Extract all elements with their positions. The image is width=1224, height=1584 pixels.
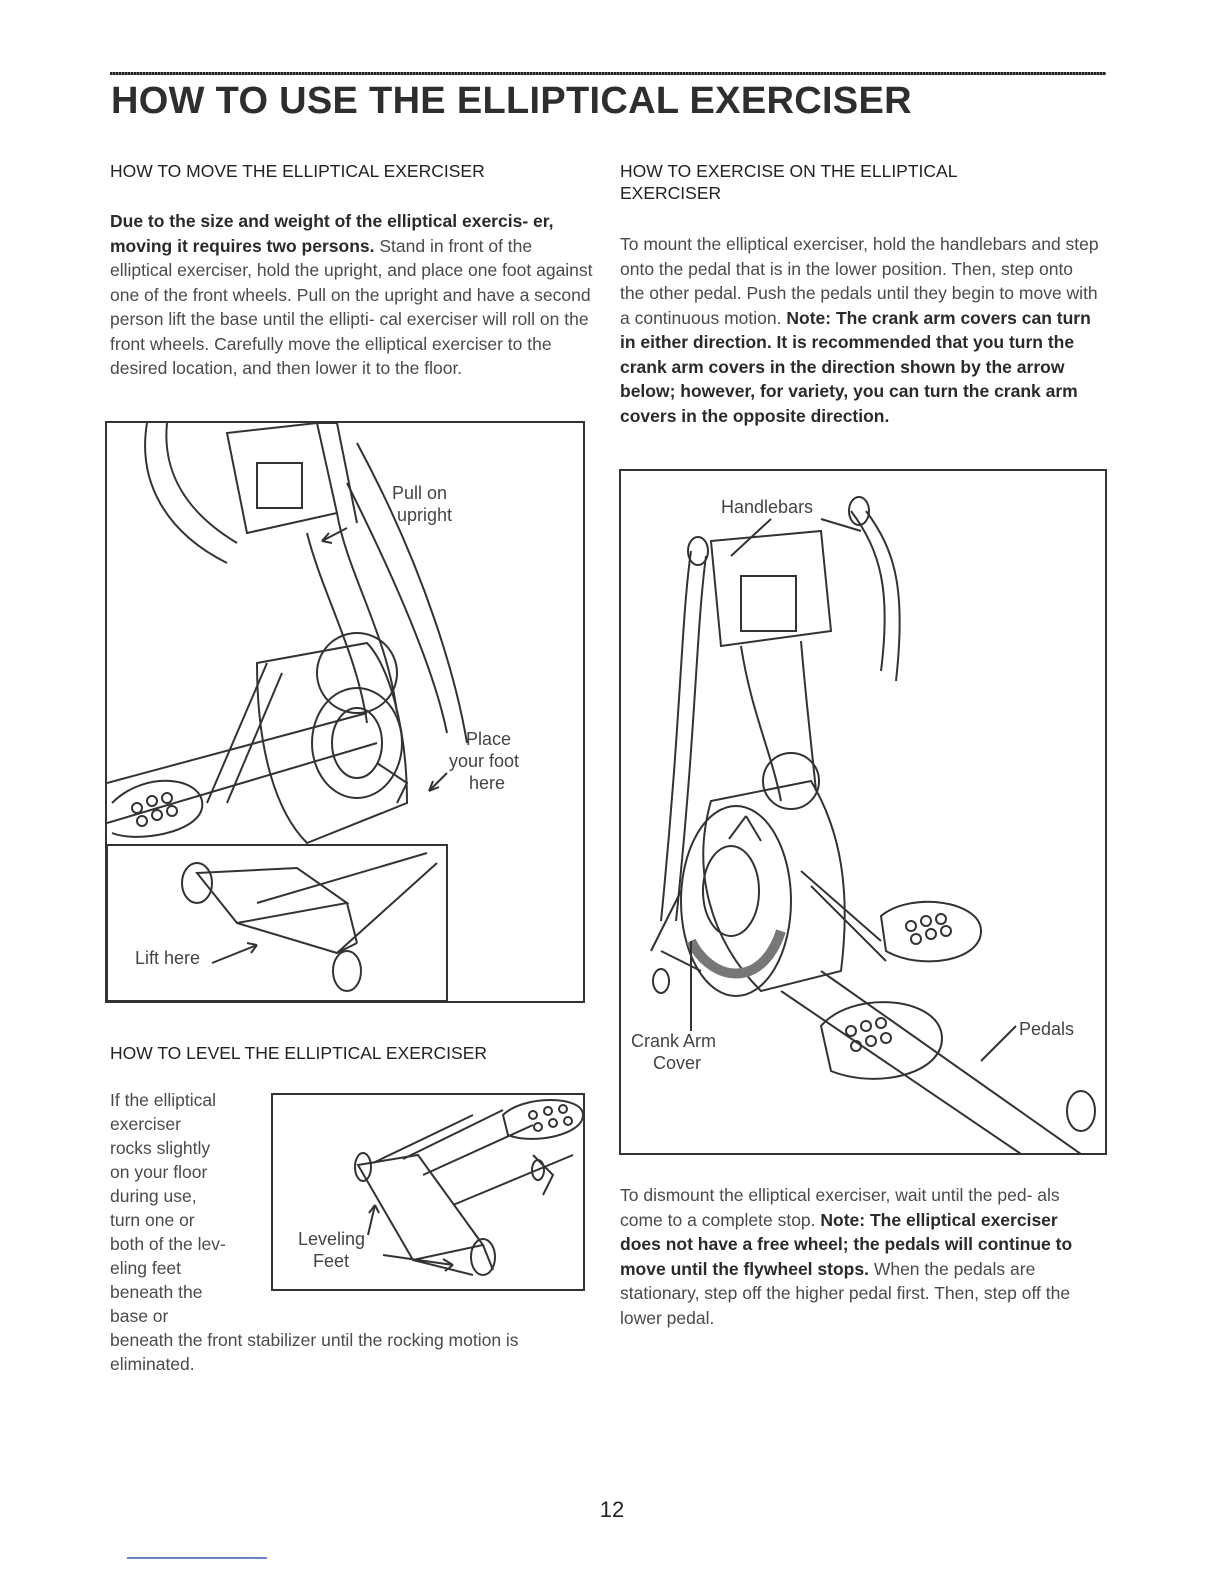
level-line: on your floor [110,1162,208,1182]
level-heading: HOW TO LEVEL THE ELLIPTICAL EXERCISER [110,1043,488,1063]
level-figure: Leveling Feet [271,1093,585,1291]
move-instructions: Stand in front of the elliptical exercis… [110,235,593,379]
move-warning: Due to the size and weight of the ellipt… [110,211,554,256]
level-line: eling feet [110,1258,182,1278]
exercise-illustration [650,496,1096,1153]
label-handlebars: Handlebars [721,497,814,517]
level-line: rocks slightly [110,1138,211,1158]
title-rule [110,72,1106,75]
label-lift-here: Lift here [135,948,201,968]
label-place: Place [466,729,512,749]
exercise-figure: Handlebars Crank Arm Cover Pedals [619,469,1107,1155]
exercise-instructions: To mount the elliptical exerciser, hold … [620,234,1099,328]
level-line: during use, [110,1186,197,1206]
label-your-foot: your foot [449,751,520,771]
label-here: here [469,773,506,793]
footer-line [127,1557,267,1559]
exercise-note: Note: The crank arm covers can turn in e… [620,307,1091,426]
label-upright: upright [397,505,453,525]
page-title: HOW TO USE THE ELLIPTICAL EXERCISER [111,80,912,122]
level-line: both of the lev- [110,1234,226,1254]
level-illustration [354,1099,583,1276]
level-line: exerciser [110,1114,181,1134]
label-crank-arm: Crank Arm [631,1031,717,1051]
label-pull-on: Pull on [392,483,448,503]
level-line: If the elliptical [110,1090,217,1110]
move-illustration [107,423,468,1001]
dismount-text-2: When the pedals are stationary, step off… [620,1258,1071,1328]
label-leveling: Leveling [298,1229,366,1249]
dismount-paragraph: To dismount the elliptical exerciser, wa… [620,1183,1100,1330]
move-figure: Pull on upright Place your foot here Lif… [105,421,585,1003]
label-feet: Feet [313,1251,350,1271]
label-pedals: Pedals [1019,1019,1075,1039]
page-number: 12 [599,1497,625,1522]
level-tail: beneath the front stabilizer until the r… [110,1330,519,1374]
label-cover: Cover [653,1053,702,1073]
dismount-text-1: To dismount the elliptical exerciser, wa… [620,1185,1060,1230]
level-line: base or [110,1306,169,1326]
exercise-heading: HOW TO EXERCISE ON THE ELLIPTICAL EXERCI… [620,161,957,203]
dismount-note: Note: The elliptical exerciser does not … [620,1209,1073,1279]
move-paragraph: Due to the size and weight of the ellipt… [110,209,594,381]
exercise-paragraph: To mount the elliptical exerciser, hold … [620,232,1100,428]
level-line: beneath the [110,1282,203,1302]
level-text-narrow: If the elliptical exerciser rocks slight… [110,1088,270,1328]
move-heading: HOW TO MOVE THE ELLIPTICAL EXERCISER [110,161,485,181]
level-line: turn one or [110,1210,195,1230]
